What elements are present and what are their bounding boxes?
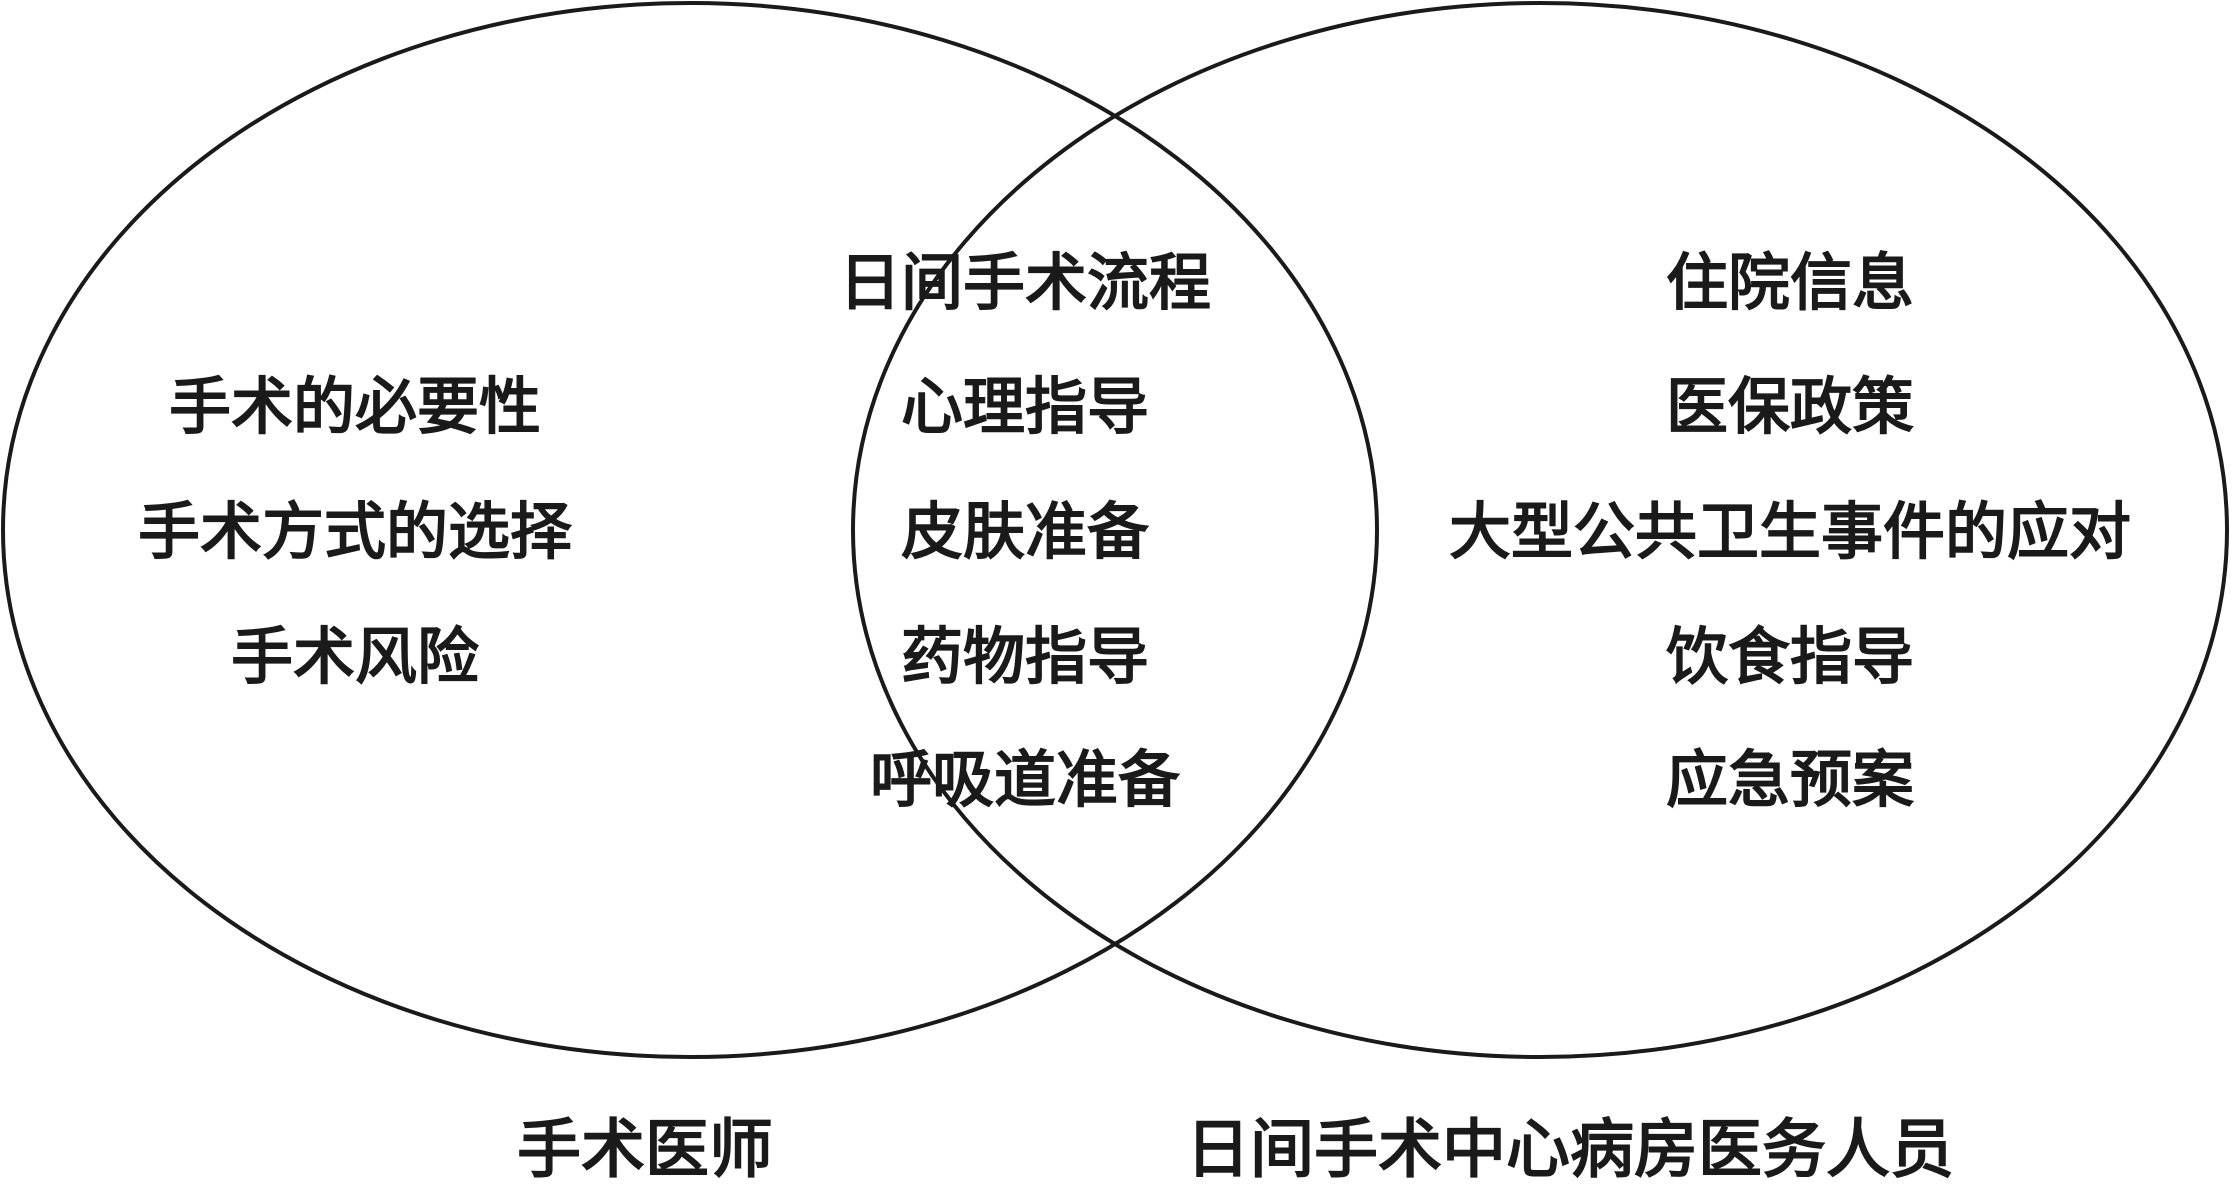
right-item: 住院信息 <box>1666 246 1914 319</box>
shared-item: 呼吸道准备 <box>870 743 1181 816</box>
shared-item: 药物指导 <box>901 620 1149 693</box>
right-item: 饮食指导 <box>1666 620 1914 693</box>
right-circle-label: 日间手术中心病房医务人员 <box>1186 1113 1954 1188</box>
left-circle-surgeon <box>1 1 1379 1059</box>
shared-item: 心理指导 <box>901 370 1149 443</box>
shared-item: 日间手术流程 <box>839 246 1211 319</box>
left-item: 手术风险 <box>231 620 480 693</box>
right-item: 大型公共卫生事件的应对 <box>1449 495 2131 568</box>
right-item: 医保政策 <box>1666 370 1914 443</box>
right-circle-ward-staff <box>851 1 2229 1059</box>
left-circle-label: 手术医师 <box>517 1113 773 1188</box>
left-item: 手术方式的选择 <box>138 495 573 568</box>
shared-item: 皮肤准备 <box>901 495 1150 568</box>
right-item: 应急预案 <box>1666 743 1915 816</box>
left-item: 手术的必要性 <box>169 370 541 443</box>
